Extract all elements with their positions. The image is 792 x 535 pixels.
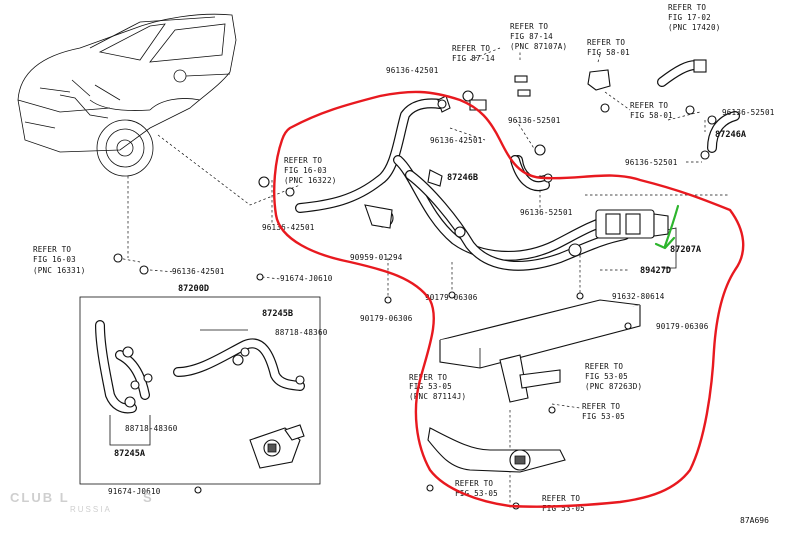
svg-text:FIG 58-01: FIG 58-01 [630,111,673,120]
label-96136-42501-top: 96136-42501 [386,66,439,75]
svg-text:(PNC 16331): (PNC 16331) [33,266,86,275]
ref-87-14a-l3: (PNC 87107A) [510,42,567,51]
label-87245a: 87245A [114,449,146,459]
svg-text:(PNC 87263D): (PNC 87263D) [585,382,642,391]
ref-16-03a-l3: (PNC 16322) [284,176,337,185]
svg-text:(PNC 87107A): (PNC 87107A) [510,42,567,51]
svg-text:REFER TO: REFER TO [587,38,625,47]
svg-text:REFER TO: REFER TO [668,3,706,12]
crossmember [113,253,641,510]
ref-53-05b-l1: REFER TO [585,362,623,371]
label-96136-52501-d: 96136-52501 [520,208,573,217]
svg-text:REFER TO: REFER TO [585,362,623,371]
label-90179-06306-a: 90179-06306 [425,293,478,302]
assembly-87200d [79,296,321,485]
ref-53-05d-l2: FIG 53-05 [455,489,498,498]
ref-87-14a-l2: FIG 87-14 [510,32,553,41]
svg-text:REFER TO: REFER TO [452,44,490,53]
svg-text:FIG 16-03: FIG 16-03 [33,255,76,264]
ref-16-03a-l1: REFER TO [284,156,322,165]
ref-53-05e-l1: REFER TO [542,494,580,503]
label-87245b: 87245B [262,309,293,319]
ref-16-03a-l2: FIG 16-03 [284,166,327,175]
svg-text:FIG 87-14: FIG 87-14 [510,32,553,41]
watermark-main-end: S [143,490,154,505]
ref-53-05c-l2: FIG 53-05 [582,412,625,421]
label-87246b: 87246B [447,173,478,183]
ref-87-14b-l1: REFER TO [452,44,490,53]
svg-text:FIG 53-05: FIG 53-05 [582,412,625,421]
svg-text:REFER TO: REFER TO [510,22,548,31]
ref-53-05b-l2: FIG 53-05 [585,372,628,381]
label-96136-42501-left: 96136-42501 [262,223,315,232]
ref-16-03b-l2: FIG 16-03 [33,255,76,264]
svg-text:FIG 53-05: FIG 53-05 [542,504,585,513]
label-90959-01294: 90959-01294 [350,253,403,262]
ref-17-02-l2: FIG 17-02 [668,13,711,22]
watermark-sub: RUSSIA [70,505,112,514]
svg-text:FIG 87-14: FIG 87-14 [452,54,495,63]
svg-text:REFER TO: REFER TO [455,479,493,488]
ref-17-02-l3: (PNC 17420) [668,23,721,32]
label-88718-48360-bottom: 88718-48360 [125,424,178,433]
label-88718-48360-top: 88718-48360 [275,328,328,337]
ref-53-05d-l1: REFER TO [455,479,493,488]
svg-text:REFER TO: REFER TO [409,373,447,382]
diagram-code: 87A696 [740,516,769,525]
ref-58-01a-l2: FIG 58-01 [587,48,630,57]
svg-text:(PNC 87114J): (PNC 87114J) [409,392,466,401]
label-91632-80614: 91632-80614 [612,292,665,301]
ref-16-03b-l1: REFER TO [33,245,71,254]
label-96136-42501-bottom: 96136-42501 [172,267,225,276]
ref-53-05e-l2: FIG 53-05 [542,504,585,513]
label-96136-52501-c: 96136-52501 [625,158,678,167]
car-sketch [17,13,237,177]
svg-text:FIG 53-05: FIG 53-05 [585,372,628,381]
label-87200d: 87200D [178,284,209,294]
svg-text:FIG 17-02: FIG 17-02 [668,13,711,22]
svg-text:REFER TO: REFER TO [284,156,322,165]
ref-58-01b-l2: FIG 58-01 [630,111,673,120]
svg-text:REFER TO: REFER TO [630,101,668,110]
ref-53-05b-l3: (PNC 87263D) [585,382,642,391]
ref-16-03b-l3: (PNC 16331) [33,266,86,275]
ref-53-05a-l1: REFER TO [409,373,447,382]
labels-group: REFER TO FIG 17-02 (PNC 17420) REFER TO … [33,3,775,525]
svg-text:FIG 53-05: FIG 53-05 [409,382,452,391]
label-91674-j0610-bottom: 91674-J0610 [108,487,161,496]
hose-assembly-main [295,95,669,271]
ref-53-05c-l1: REFER TO [582,402,620,411]
svg-text:REFER TO: REFER TO [542,494,580,503]
red-annotation-outline [273,90,745,508]
label-96136-42501-mid: 96136-42501 [430,136,483,145]
svg-text:REFER TO: REFER TO [33,245,71,254]
green-arrow-annotation [654,204,680,250]
svg-text:FIG 53-05: FIG 53-05 [455,489,498,498]
ref-53-05a-l2: FIG 53-05 [409,382,452,391]
label-96136-52501-b: 96136-52501 [722,108,775,117]
ref-58-01a-l1: REFER TO [587,38,625,47]
label-89427d: 89427D [640,266,671,276]
svg-text:FIG 58-01: FIG 58-01 [587,48,630,57]
label-90179-06306-b: 90179-06306 [360,314,413,323]
label-90179-06306-c: 90179-06306 [656,322,709,331]
svg-text:(PNC 17420): (PNC 17420) [668,23,721,32]
svg-text:(PNC 16322): (PNC 16322) [284,176,337,185]
svg-text:REFER TO: REFER TO [582,402,620,411]
ref-58-01b-l1: REFER TO [630,101,668,110]
svg-text:FIG 16-03: FIG 16-03 [284,166,327,175]
label-96136-52501-a: 96136-52501 [508,116,561,125]
label-87207a: 87207A [670,245,702,255]
ref-17-02-l1: REFER TO [668,3,706,12]
ref-87-14a-l1: REFER TO [510,22,548,31]
label-87246a: 87246A [715,130,747,140]
label-91674-j0610-top: 91674-J0610 [280,274,333,283]
ref-87-14b-l2: FIG 87-14 [452,54,495,63]
watermark-main: CLUB L [10,490,70,505]
ref-53-05a-l3: (PNC 87114J) [409,392,466,401]
watermark: CLUB L S RUSSIA [10,490,154,514]
